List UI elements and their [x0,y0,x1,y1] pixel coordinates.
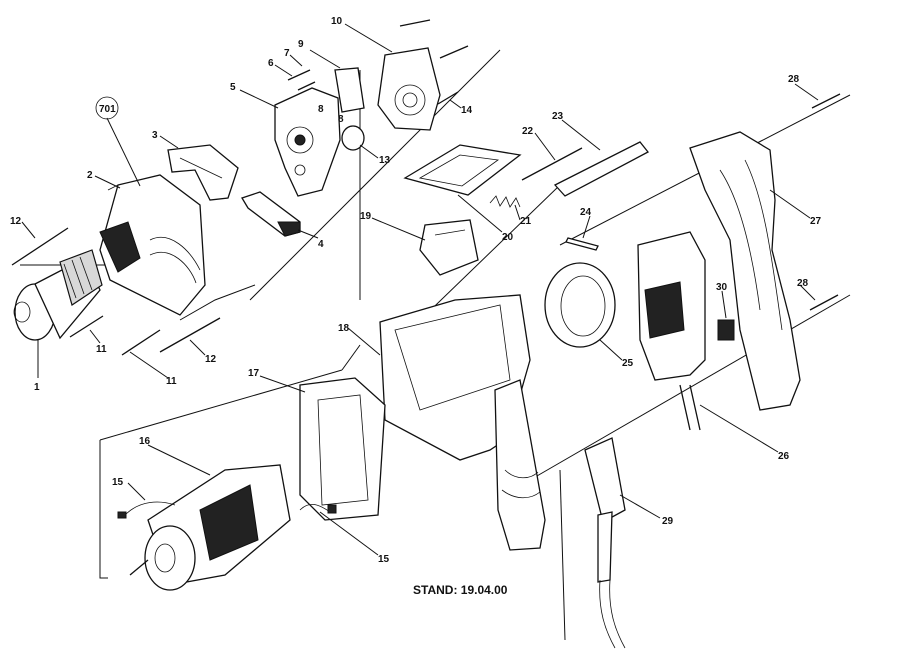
callout-13: 13 [379,155,391,166]
callout-12b: 12 [205,354,217,365]
brush-holder-part [419,219,479,276]
slider-part [241,191,301,237]
callout-2: 2 [87,170,93,181]
callout-29: 29 [662,516,674,527]
callout-7: 7 [284,48,290,59]
stand-date-label: STAND: 19.04.00 [413,583,508,597]
ring-part [544,262,616,348]
callout-701: 701 [99,104,116,115]
callout-6: 6 [268,58,274,69]
cover-plate-part [403,144,522,196]
callout-19: 19 [360,211,372,222]
callout-17: 17 [248,368,260,379]
callout-12a: 12 [10,216,22,227]
callout-27: 27 [810,216,822,227]
chuck-part [13,249,103,341]
clip-part [167,144,239,201]
handle-shell-part [689,131,801,411]
callout-1: 1 [34,382,40,393]
callout-numbers: 701 1 2 3 4 5 6 7 8 8 9 10 11 11 12 12 1… [10,16,822,565]
switch-rail-part [553,141,649,197]
motor-part [129,464,291,591]
callout-8a: 8 [318,104,324,115]
small-clip-part [565,237,599,251]
small-plate-part [334,67,365,113]
callout-21: 21 [520,216,532,227]
switch-part [637,231,706,431]
callout-3: 3 [152,130,158,141]
callout-10: 10 [331,16,343,27]
rod-part [521,147,583,181]
callout-24: 24 [580,207,592,218]
callout-4: 4 [318,239,324,250]
bearing-plate-part [377,47,441,131]
pin-parts [287,69,316,91]
power-cord-part [584,437,626,649]
wire-parts [117,501,337,519]
callout-25: 25 [622,358,634,369]
callout-30: 30 [716,282,728,293]
callout-28b: 28 [797,278,809,289]
callout-8b: 8 [338,114,344,125]
motor-housing-part [379,294,546,551]
callout-15a: 15 [112,477,124,488]
callout-15b: 15 [378,554,390,565]
gear-housing-part [99,174,206,316]
gasket-part [299,377,386,521]
callout-20: 20 [502,232,514,243]
o-ring-part [341,125,365,151]
spring-part [489,195,521,208]
callout-14: 14 [461,105,473,116]
screw-parts [11,19,841,356]
leader-lines [21,23,819,556]
callout-5: 5 [230,82,236,93]
gear-plate-part [274,87,341,197]
callout-22: 22 [522,126,534,137]
block-part [717,319,735,341]
callout-11a: 11 [96,344,107,355]
callout-11b: 11 [166,376,177,387]
callout-28a: 28 [788,74,800,85]
callout-16: 16 [139,436,151,447]
callout-701-circle [95,96,119,120]
callout-26: 26 [778,451,790,462]
callout-23: 23 [552,111,564,122]
callout-9: 9 [298,39,304,50]
callout-18: 18 [338,323,350,334]
